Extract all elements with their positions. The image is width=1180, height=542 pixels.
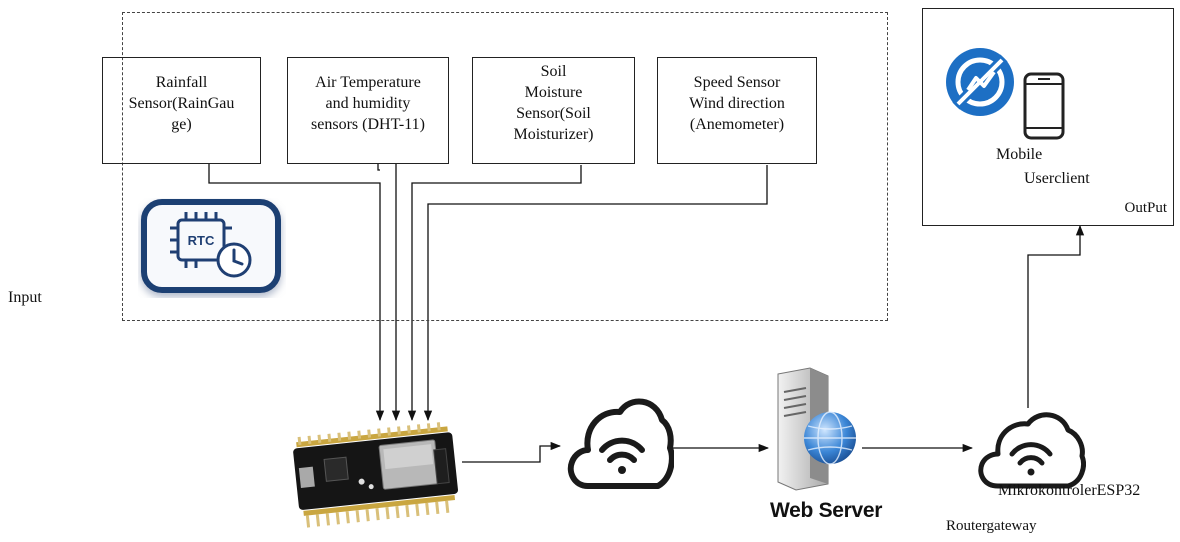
soil-moisture-sensor-box: Soil Moisture Sensor(Soil Moisturizer) — [472, 57, 635, 164]
sensor-label-line: Soil — [540, 63, 567, 80]
web-server-label: Web Server — [770, 499, 883, 522]
sensor-label-line: sensors (DHT-11) — [311, 116, 425, 133]
rtc-chip-text: RTC — [188, 233, 215, 248]
sensor-label-line: Moisture — [524, 84, 583, 101]
output-box: OutPut — [922, 8, 1174, 226]
sensor-label-line: (Anemometer) — [689, 116, 785, 133]
anemometer-sensor-box: Speed Sensor Wind direction (Anemometer) — [657, 57, 817, 164]
sensor-label-line: Speed Sensor — [693, 74, 781, 91]
web-server-icon — [777, 367, 856, 491]
sensor-label-line: Sensor(Soil — [516, 105, 591, 122]
wire-anemometer — [423, 165, 768, 422]
rtc-module-icon: RTC — [141, 199, 281, 293]
sensor-label-line: Rainfall — [155, 74, 208, 91]
sensor-label-line: and humidity — [325, 95, 411, 112]
wire-router-to-output — [1027, 224, 1085, 408]
sensor-label-line: Moisturizer) — [513, 126, 594, 143]
input-group-border — [122, 12, 888, 321]
wire-board-to-cloud — [462, 441, 562, 463]
input-group-label: Input — [8, 289, 42, 306]
app-logo-icon — [946, 48, 1014, 116]
output-label: OutPut — [1124, 200, 1167, 216]
cloud-wifi-icon — [567, 398, 674, 489]
microcontroller-label: MikrokontrolerESP32 — [998, 482, 1141, 499]
router-gateway-label: Routergateway — [946, 518, 1037, 534]
mobile-label: Mobile — [996, 146, 1043, 163]
router-cloud-icon — [978, 412, 1086, 489]
rainfall-sensor-box: Rainfall Sensor(RainGau ge) — [102, 57, 261, 164]
sensor-label-line: Sensor(RainGau — [128, 95, 235, 112]
sensor-label-line: Wind direction — [689, 95, 785, 112]
sensor-label-line: ge) — [171, 116, 192, 133]
dht11-sensor-box: Air Temperature and humidity sensors (DH… — [287, 57, 449, 164]
smartphone-icon — [1023, 72, 1065, 140]
wire-dht11-b — [377, 163, 380, 171]
sensor-label-line: Air Temperature — [315, 74, 421, 91]
esp-board-icon — [293, 422, 458, 528]
wire-soil — [407, 165, 582, 422]
wire-rainfall — [208, 163, 385, 422]
userclient-label: Userclient — [1024, 170, 1090, 187]
